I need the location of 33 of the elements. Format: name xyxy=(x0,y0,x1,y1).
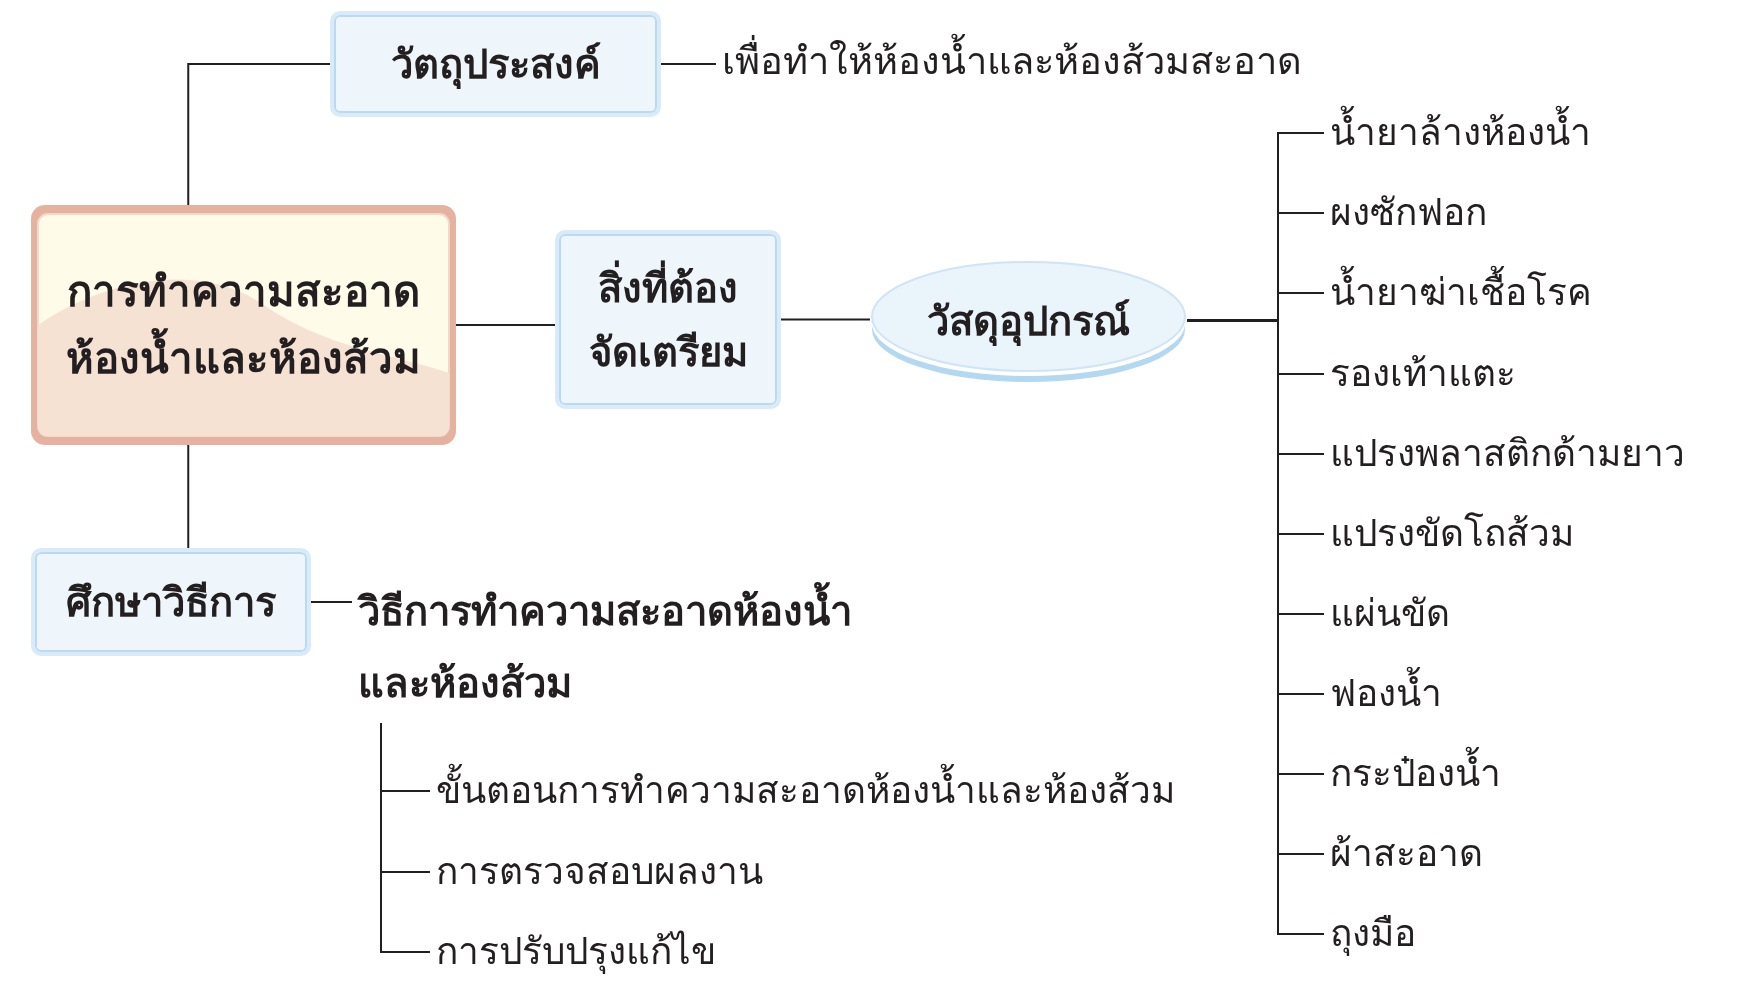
branch-text: แผ่นขัด xyxy=(1330,591,1450,638)
branch-text: ถุงมือ xyxy=(1330,911,1416,958)
topic-label: การทำความสะอาด ห้องน้ำและห้องส้วม xyxy=(66,265,421,385)
topic-label: ศึกษาวิธีการ xyxy=(66,578,276,627)
heading-text: วิธีการทำความสะอาดห้องน้ำ และห้องส้วม xyxy=(358,575,852,719)
connector-line xyxy=(660,63,717,65)
topic-label: วัสดุอุปกรณ์ xyxy=(927,296,1130,348)
connector-line xyxy=(380,722,431,953)
connector-line xyxy=(310,601,353,603)
topic-box xyxy=(330,11,661,117)
branch-text: น้ำยาล้างห้องน้ำ xyxy=(1330,103,1591,163)
branch-text: ผ้าสะอาด xyxy=(1330,831,1483,878)
topic-box xyxy=(31,205,456,445)
branch-text: ขั้นตอนการทำความสะอาดห้องน้ำและห้องส้วม xyxy=(436,761,1175,821)
topic-box xyxy=(31,548,311,656)
topic-ellipse xyxy=(870,258,1187,383)
branch-text: แปรงขัดโถส้วม xyxy=(1330,511,1574,558)
branch-text: กระป๋องน้ำ xyxy=(1330,744,1501,804)
branch-text: น้ำยาฆ่าเชื้อโรค xyxy=(1330,263,1592,323)
connector-line xyxy=(187,63,331,206)
branch-text: ผงซักฟอก xyxy=(1330,190,1487,237)
topic-label: สิ่งที่ต้อง จัดเตรียม xyxy=(588,255,748,384)
connector-line xyxy=(780,318,871,321)
branch-text: ฟองน้ำ xyxy=(1330,664,1442,724)
topic-box xyxy=(555,230,781,409)
branch-text: การตรวจสอบผลงาน xyxy=(436,849,763,896)
branch-text: เพื่อทำให้ห้องน้ำและห้องส้วมสะอาด xyxy=(722,30,1302,92)
branch-text: การปรับปรุงแก้ไข xyxy=(436,929,716,976)
branch-text: แปรงพลาสติกด้ามยาว xyxy=(1330,431,1685,478)
connector-line xyxy=(187,444,190,549)
branch-text: รองเท้าแตะ xyxy=(1330,351,1516,398)
connector-line xyxy=(455,324,556,326)
topic-label: วัตถุประสงค์ xyxy=(390,40,601,91)
